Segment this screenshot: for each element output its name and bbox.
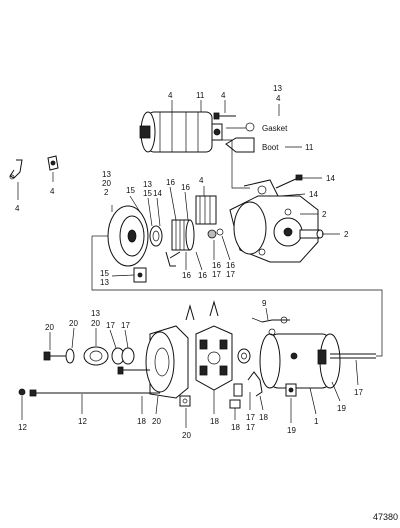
shift-fork (165, 251, 181, 267)
callout-18-d: 18 (259, 413, 268, 422)
callout-2-b: 2 (344, 230, 349, 239)
callout-13-b: 13 (143, 180, 152, 189)
end-frame-bolt (117, 366, 150, 375)
washer (237, 348, 251, 364)
callout-16-f: 16 (226, 261, 235, 270)
thrust-washer (149, 225, 163, 247)
callout-4-solenoid: 4 (168, 91, 173, 100)
callout-4-top: 4 (276, 94, 281, 103)
callout-17-e: 17 (246, 413, 255, 422)
gasket (226, 122, 255, 132)
callout-16-a: 16 (166, 178, 175, 187)
callout-18-a: 18 (137, 417, 146, 426)
drive-housing (229, 179, 319, 263)
callout-20-a: 20 (91, 319, 100, 328)
callout-15-b: 15 (143, 189, 152, 198)
brush-plate (195, 325, 233, 391)
terminal-plate (47, 155, 59, 171)
field-terminal (285, 383, 297, 397)
callout-4-screw: 4 (221, 91, 226, 100)
callout-13-gear: 13 (102, 170, 111, 179)
callout-18-c: 18 (231, 423, 240, 432)
armature-shaft (317, 349, 376, 365)
callout-17-g: 17 (246, 423, 255, 432)
callout-12-a: 12 (18, 423, 27, 432)
terminal-clip (9, 159, 23, 180)
callout-20-b: 20 (45, 323, 54, 332)
boot-label: Boot (262, 143, 279, 152)
callout-1: 1 (314, 417, 319, 426)
boot (225, 137, 255, 153)
callout-11-top: 11 (196, 91, 205, 100)
through-bolt (29, 389, 160, 397)
field-frame (259, 333, 341, 389)
callout-4-brush: 4 (199, 176, 204, 185)
callout-13-d: 13 (91, 309, 100, 318)
housing-bushing (299, 229, 324, 239)
callout-17-b: 17 (226, 270, 235, 279)
brush-leads (185, 300, 219, 321)
bushing-small (229, 399, 241, 409)
callout-17-c: 17 (106, 321, 115, 330)
callout-19-a: 19 (337, 404, 346, 413)
callout-13-c: 13 (100, 278, 109, 287)
terminal-post (261, 316, 290, 336)
commutator-end-frame (145, 325, 189, 399)
solenoid-screw (213, 112, 236, 120)
callout-2-gear: 2 (104, 188, 109, 197)
retaining-bracket (133, 267, 147, 283)
callout-16-c: 16 (182, 271, 191, 280)
solenoid (139, 111, 223, 153)
drive-clutch (171, 219, 195, 251)
callout-20-d: 20 (152, 417, 161, 426)
housing-screw (275, 174, 303, 189)
callout-17-a: 17 (212, 270, 221, 279)
callout-14-a: 14 (326, 174, 335, 183)
callout-19-b: 19 (287, 426, 296, 435)
brush-springs (233, 371, 263, 397)
callout-20-e: 20 (182, 431, 191, 440)
callout-13-top: 13 (273, 84, 282, 93)
callout-2-a: 2 (322, 210, 327, 219)
bolt-nut (18, 388, 26, 396)
callout-11-boot: 11 (305, 143, 314, 152)
callout-17-f: 17 (354, 388, 363, 397)
figure-number: 47380 (372, 512, 398, 522)
callout-15-a: 15 (126, 186, 135, 195)
callout-14-b: 14 (309, 190, 318, 199)
callout-16-e: 16 (212, 261, 221, 270)
through-bolt-washers (43, 346, 135, 366)
callout-16-b: 16 (181, 183, 190, 192)
callout-9: 9 (262, 299, 267, 308)
callout-14-c: 14 (153, 189, 162, 198)
callout-12-b: 12 (78, 417, 87, 426)
gasket-label: Gasket (262, 124, 288, 133)
brush-holder-block (195, 195, 217, 225)
callout-16-d: 16 (198, 271, 207, 280)
callout-18-b: 18 (210, 417, 219, 426)
callout-4-left-plate: 4 (50, 187, 55, 196)
callout-20-gear: 20 (102, 179, 111, 188)
small-clip (179, 395, 191, 407)
drive-small-parts (207, 228, 224, 239)
pinion-gear (107, 205, 149, 267)
callout-20-c: 20 (69, 319, 78, 328)
callout-15-c: 15 (100, 269, 109, 278)
callout-4-left-clip: 4 (15, 204, 20, 213)
callout-17-d: 17 (121, 321, 130, 330)
